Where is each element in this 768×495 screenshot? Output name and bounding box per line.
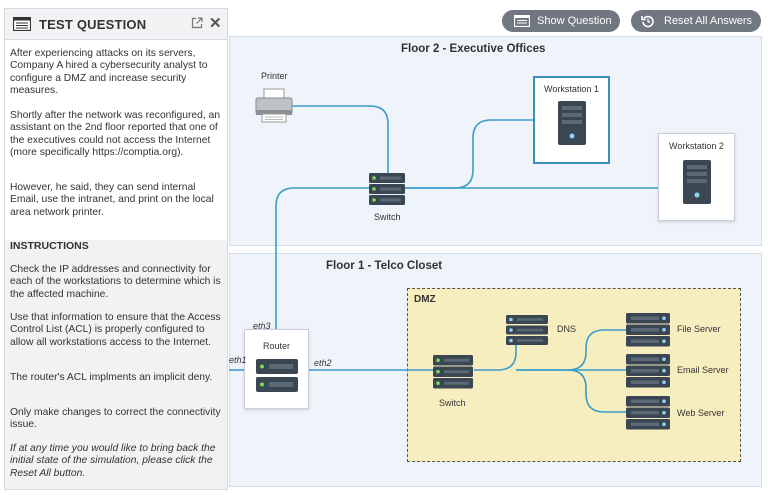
workstation2-label: Workstation 2 [669, 141, 724, 151]
file-server-icon[interactable] [625, 312, 671, 348]
popout-icon[interactable] [191, 17, 203, 29]
question-panel: TEST QUESTION ✕ [4, 8, 228, 490]
reset-all-label: Reset All Answers [664, 15, 753, 27]
dmz-label: DMZ [414, 294, 436, 305]
wire-switch-router [275, 187, 370, 329]
reset-note: If at any time you would like to bring b… [10, 443, 216, 479]
printer-icon[interactable] [254, 88, 294, 124]
wire-dmzswitch-dns [474, 344, 517, 371]
show-question-label: Show Question [537, 15, 612, 27]
email-server-icon[interactable] [625, 353, 671, 389]
workstation1-tower-icon [558, 101, 586, 145]
floor2-switch-label: Switch [374, 212, 401, 222]
printer-label: Printer [261, 71, 288, 81]
router-card[interactable]: Router [244, 329, 309, 409]
workstation1-label: Workstation 1 [544, 84, 599, 94]
email-server-label: Email Server [677, 365, 729, 375]
close-icon[interactable]: ✕ [209, 15, 222, 32]
wire-dmzswitch-web [567, 369, 626, 413]
web-server-label: Web Server [677, 408, 725, 418]
reset-all-answers-button[interactable]: Reset All Answers [631, 10, 761, 32]
instructions-heading: INSTRUCTIONS [10, 240, 89, 252]
instruction-3: The router's ACL implments an implicit d… [10, 372, 213, 383]
eth1-label: eth1 [229, 355, 247, 365]
wire-switch-ws1 [405, 119, 533, 189]
floor2-label: Floor 2 - Executive Offices [401, 43, 546, 55]
question-list-icon [514, 15, 530, 27]
eth2-label: eth2 [314, 358, 332, 368]
floor1-label: Floor 1 - Telco Closet [326, 260, 443, 272]
scenario-paragraph-3: However, he said, they can send internal… [10, 182, 214, 218]
eth3-label: eth3 [253, 321, 271, 331]
router-icon [256, 359, 298, 392]
dns-server-icon[interactable] [505, 314, 549, 346]
workstation2-card[interactable]: Workstation 2 [658, 133, 735, 221]
dmz-switch-label: Switch [439, 398, 466, 408]
scenario-section [5, 40, 227, 240]
question-panel-header: TEST QUESTION ✕ [5, 9, 227, 40]
scenario-paragraph-1: After experiencing attacks on its server… [10, 48, 208, 97]
wire-printer-switch [290, 105, 389, 174]
router-label: Router [263, 341, 291, 351]
reset-icon [641, 15, 654, 28]
wire-dmzswitch-file [516, 329, 626, 371]
instruction-4: Only make changes to correct the connect… [10, 407, 221, 431]
workstation1-card[interactable]: Workstation 1 [533, 76, 610, 164]
instruction-2: Use that information to ensure that the … [10, 312, 221, 348]
question-panel-title: TEST QUESTION [39, 17, 147, 32]
scenario-paragraph-2: Shortly after the network was reconfigur… [10, 110, 221, 159]
workstation2-tower-icon [683, 160, 711, 204]
show-question-button[interactable]: Show Question [502, 10, 620, 32]
file-server-label: File Server [677, 324, 721, 334]
dmz-switch-icon[interactable] [432, 354, 474, 390]
instruction-1: Check the IP addresses and connectivity … [10, 264, 221, 300]
question-list-icon [13, 17, 31, 31]
dns-label: DNS [557, 324, 577, 334]
floor2-switch-icon[interactable] [368, 172, 406, 206]
web-server-icon[interactable] [625, 395, 671, 431]
